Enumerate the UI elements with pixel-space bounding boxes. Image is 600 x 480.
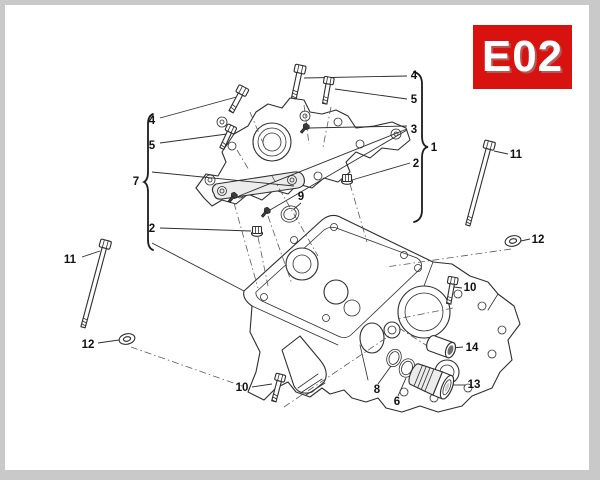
oil-spout — [281, 335, 327, 396]
plug-14 — [426, 335, 457, 359]
oring-9 — [280, 205, 300, 223]
washer-12-left — [118, 333, 136, 345]
callout-14[interactable]: 14 — [466, 342, 479, 354]
bracket-7 — [141, 113, 154, 251]
page-code-badge: E02 — [473, 25, 572, 89]
callout-11-right[interactable]: 11 — [510, 149, 523, 161]
callout-10-right[interactable]: 10 — [464, 282, 477, 294]
callout-9[interactable]: 9 — [298, 191, 304, 203]
callout-13[interactable]: 13 — [468, 379, 481, 391]
oring-8 — [386, 348, 402, 368]
callout-10-left[interactable]: 10 — [236, 382, 249, 394]
screw-3-c — [260, 206, 271, 218]
callout-2-right[interactable]: 2 — [413, 158, 419, 170]
bolt-10-right — [445, 275, 459, 305]
callout-4-left[interactable]: 4 — [149, 115, 156, 127]
bolt-5-left — [219, 123, 237, 150]
callout-1[interactable]: 1 — [431, 142, 438, 154]
callout-12-right[interactable]: 12 — [532, 234, 545, 246]
callout-7[interactable]: 7 — [133, 176, 139, 188]
callout-8[interactable]: 8 — [374, 384, 381, 396]
callout-3[interactable]: 3 — [411, 124, 417, 136]
callout-6[interactable]: 6 — [394, 396, 400, 408]
washer-12-right — [504, 235, 522, 247]
center-axes — [130, 104, 512, 408]
bolt-10-left — [271, 372, 287, 403]
callout-5-left[interactable]: 5 — [149, 140, 156, 152]
callout-12-left[interactable]: 12 — [82, 339, 95, 351]
callout-11-left[interactable]: 11 — [64, 254, 77, 266]
callout-4-right[interactable]: 4 — [411, 70, 418, 82]
screw-3-a — [299, 122, 310, 134]
leader-lines — [81, 75, 531, 397]
bolt-4-right — [290, 63, 307, 100]
valve-cover — [195, 97, 411, 207]
bolt-5-right — [321, 75, 335, 105]
oil-filter-13 — [408, 363, 455, 400]
bolt-4-left — [228, 84, 250, 114]
nut-2-right — [340, 173, 354, 185]
nut-2-left — [250, 225, 264, 237]
bolt-11-left — [80, 238, 112, 329]
brace-1 — [413, 71, 429, 223]
callout-5-right[interactable]: 5 — [411, 94, 418, 106]
callout-2-left[interactable]: 2 — [149, 223, 155, 235]
screw-3-b — [227, 191, 238, 203]
bolt-11-right — [465, 139, 496, 227]
